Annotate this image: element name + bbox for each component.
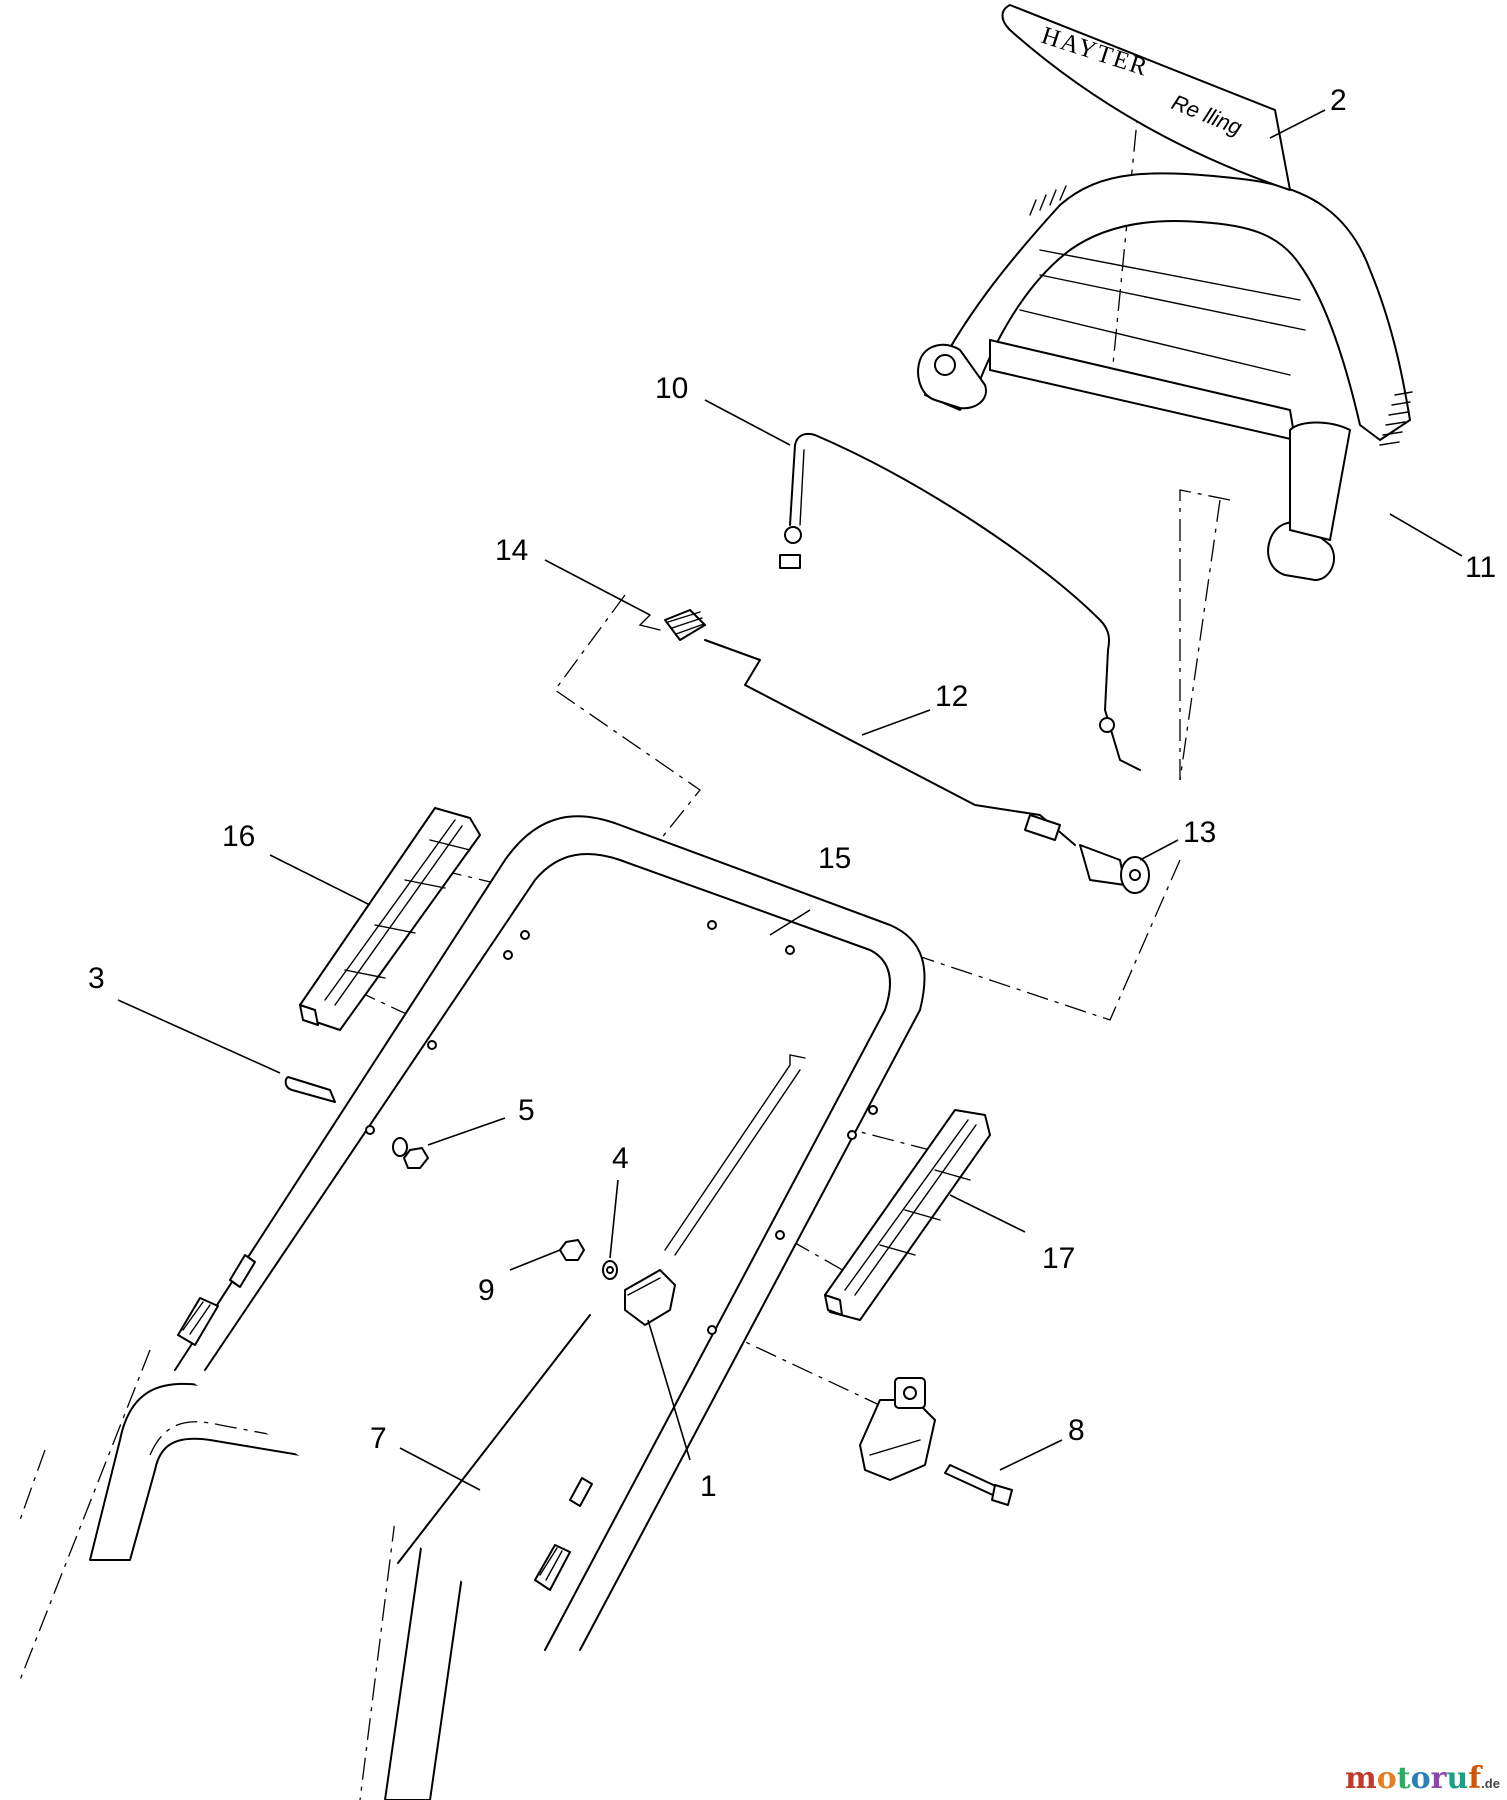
callout-5: 5 <box>518 1094 535 1127</box>
leader-16 <box>269 854 371 906</box>
watermark-letter: f <box>1468 1761 1483 1796</box>
callout-12: 12 <box>935 680 968 713</box>
callout-10: 10 <box>655 372 688 405</box>
callout-14: 14 <box>495 534 528 567</box>
callout-leaders <box>117 109 1463 1491</box>
watermark-letter: m <box>1345 1761 1377 1796</box>
grip-ridges <box>1029 185 1413 446</box>
callout-8: 8 <box>1068 1414 1085 1447</box>
leader-11 <box>1389 513 1463 557</box>
callout-7: 7 <box>370 1422 387 1455</box>
watermark-suffix: .de <box>1481 1776 1500 1791</box>
spring-14 <box>638 609 706 641</box>
pin-3 <box>284 1076 336 1103</box>
svg-text:motoruf.de: motoruf.de <box>1345 1761 1500 1796</box>
upper-handle-11 <box>917 172 1413 581</box>
bolt-8 <box>944 1464 1013 1506</box>
leader-7 <box>399 1447 481 1491</box>
callout-labels: 2 10 11 14 12 13 15 16 3 5 4 9 17 1 7 8 <box>88 84 1496 1503</box>
bracket-1 <box>624 1269 676 1326</box>
nut-5 <box>392 1137 429 1169</box>
bail-rod-10 <box>779 432 1141 771</box>
decal-2: HAYTER Re lling <box>1001 4 1291 191</box>
cable-7 <box>397 1054 806 1564</box>
leader-9 <box>509 1249 561 1271</box>
callout-4: 4 <box>612 1142 629 1175</box>
watermark-letter: o <box>1377 1761 1397 1796</box>
leader-4 <box>609 1179 619 1259</box>
callout-15: 15 <box>818 842 851 875</box>
watermark-letter: o <box>1411 1761 1431 1796</box>
washer-4 <box>602 1260 618 1280</box>
callout-13: 13 <box>1183 816 1216 849</box>
watermark: motoruf.de <box>1345 1761 1500 1796</box>
leader-10 <box>704 399 791 446</box>
leader-1 <box>647 1319 691 1461</box>
rail-17 <box>824 1109 991 1321</box>
watermark-letter: u <box>1446 1761 1468 1796</box>
main-handle-15 <box>174 815 926 1651</box>
callout-1: 1 <box>700 1470 717 1503</box>
pivot-13 <box>1079 844 1150 894</box>
leader-3 <box>117 999 281 1074</box>
rod-12 <box>704 639 1076 846</box>
callout-9: 9 <box>478 1274 495 1307</box>
callout-2: 2 <box>1330 84 1347 117</box>
callout-16: 16 <box>222 820 255 853</box>
watermark-name: motoruf <box>1345 1761 1483 1796</box>
leader-2 <box>1269 109 1326 139</box>
callout-17: 17 <box>1042 1242 1075 1275</box>
switch-block <box>859 1377 936 1481</box>
leader-17 <box>949 1194 1026 1233</box>
leader-15 <box>769 909 811 936</box>
watermark-letter: t <box>1397 1761 1411 1796</box>
callout-3: 3 <box>88 962 105 995</box>
watermark-letter: r <box>1431 1761 1448 1796</box>
leader-8 <box>999 1439 1063 1471</box>
rail-16 <box>299 807 481 1031</box>
leader-12 <box>861 709 931 736</box>
leader-13 <box>1139 839 1179 861</box>
leader-5 <box>427 1117 506 1146</box>
leader-14 <box>544 559 651 616</box>
callout-11: 11 <box>1465 551 1496 584</box>
